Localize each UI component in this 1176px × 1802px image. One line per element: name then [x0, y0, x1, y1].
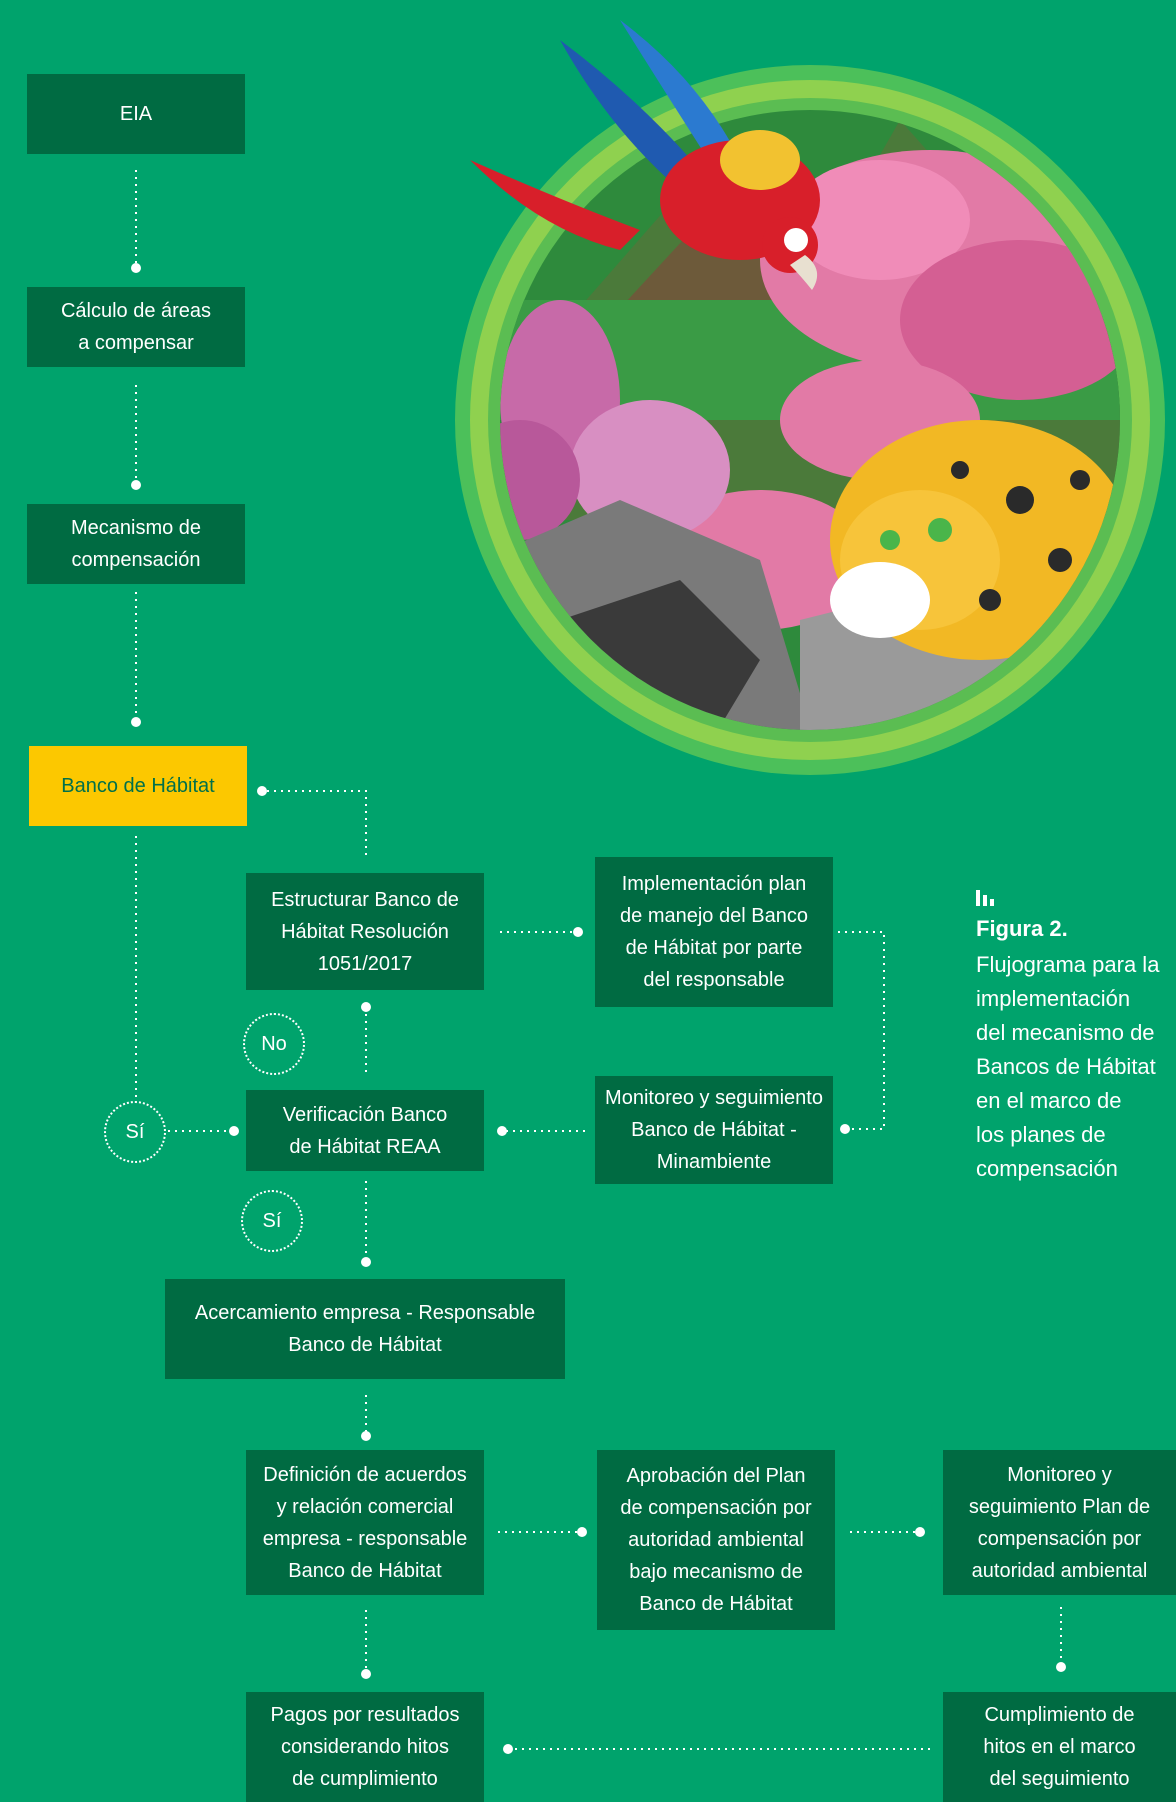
connector-banco-estructurar — [262, 790, 367, 855]
cumplimiento-hitos-box: Cumplimiento de hitos en el marco del se… — [943, 1692, 1176, 1802]
connector-verificacion-acercamiento-dot — [361, 1257, 371, 1267]
mecanismo-compensacion-box: Mecanismo de compensación — [27, 504, 245, 584]
connector-monitoreo-verificacion-dot — [497, 1126, 507, 1136]
decision-si-below-label: Sí — [241, 1190, 303, 1252]
figure-caption: Figura 2. Flujograma para la implementac… — [976, 890, 1159, 1186]
connector-estructurar-verificacion-dot — [361, 1002, 371, 1012]
connector-estructurar-implementacion-dot — [573, 927, 583, 937]
verificacion-banco-box: Verificación Banco de Hábitat REAA — [246, 1090, 484, 1171]
connector-definicion-pagos-dot — [361, 1669, 371, 1679]
monitoreo-plan-box: Monitoreo y seguimiento Plan de compensa… — [943, 1450, 1176, 1595]
connector-mecanismo-banco-dot — [131, 717, 141, 727]
pagos-resultados-box: Pagos por resultados considerando hitos … — [246, 1692, 484, 1802]
connector-aprobacion-monitoreo-plan-dot — [915, 1527, 925, 1537]
connector-definicion-aprobacion-dot — [577, 1527, 587, 1537]
acercamiento-box: Acercamiento empresa - Responsable Banco… — [165, 1279, 565, 1379]
decision-no-label: No — [243, 1013, 305, 1075]
connector-implementacion-monitoreo-dot — [840, 1124, 850, 1134]
connector-implementacion-monitoreo — [838, 931, 885, 1130]
aprobacion-plan-box: Aprobación del Plan de compensación por … — [597, 1450, 835, 1630]
macaw — [470, 20, 820, 290]
connector-calculo-mecanismo-dot — [131, 480, 141, 490]
connector-monitoreo-plan-cumplimiento-dot — [1056, 1662, 1066, 1672]
figure-description: Flujograma para la implementación del me… — [976, 952, 1160, 1181]
calculo-areas-box: Cálculo de áreas a compensar — [27, 287, 245, 367]
banco-habitat-box: Banco de Hábitat — [29, 746, 247, 826]
jaguar — [830, 420, 1120, 660]
connector-si-left-verificacion-dot — [229, 1126, 239, 1136]
monitoreo-banco-box: Monitoreo y seguimiento Banco de Hábitat… — [595, 1076, 833, 1184]
figure-title: Figura 2. — [976, 916, 1068, 941]
bar-chart-icon — [976, 890, 994, 906]
estructurar-banco-box: Estructurar Banco de Hábitat Resolución … — [246, 873, 484, 990]
connector-banco-estructurar-dot — [257, 786, 267, 796]
eia-box: EIA — [27, 74, 245, 154]
connector-cumplimiento-pagos-dot — [503, 1744, 513, 1754]
connector-acercamiento-definicion-dot — [361, 1431, 371, 1441]
definicion-acuerdos-box: Definición de acuerdos y relación comerc… — [246, 1450, 484, 1595]
implementacion-plan-box: Implementación plan de manejo del Banco … — [595, 857, 833, 1007]
decision-si-left-label: Sí — [104, 1101, 166, 1163]
connector-eia-calculo-dot — [131, 263, 141, 273]
